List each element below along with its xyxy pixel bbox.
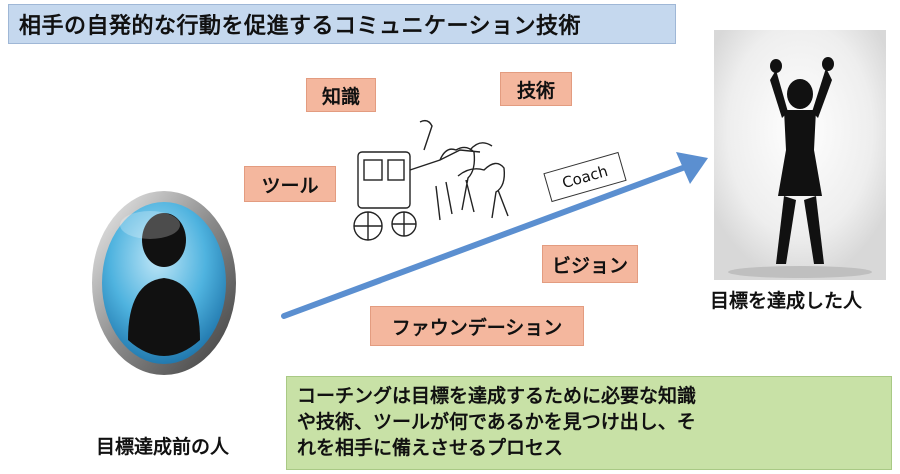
progress-arrow xyxy=(281,152,708,319)
caption-after: 目標を達成した人 xyxy=(710,290,863,312)
caption-before: 目標達成前の人 xyxy=(96,436,230,458)
person-after-illustration xyxy=(714,30,886,280)
carriage-illustration xyxy=(353,119,509,241)
page-title: 相手の自発的な行動を促進するコミュニケーション技術 xyxy=(8,4,676,44)
tag-tool: ツール xyxy=(244,166,336,202)
person-before-icon xyxy=(92,191,236,375)
definition-line: コーチングは目標を達成するために必要な知識 xyxy=(297,385,697,407)
definition-line: れを相手に備えさせるプロセス xyxy=(297,437,564,459)
definition-box: コーチングは目標を達成するために必要な知識 や技術、ツールが何であるかを見つけ出… xyxy=(286,376,892,470)
definition-line: や技術、ツールが何であるかを見つけ出し、そ xyxy=(297,411,696,433)
tag-vision: ビジョン xyxy=(542,245,638,283)
tag-skill: 技術 xyxy=(500,72,572,106)
tag-knowledge: 知識 xyxy=(306,78,376,112)
tag-foundation: ファウンデーション xyxy=(370,306,584,346)
